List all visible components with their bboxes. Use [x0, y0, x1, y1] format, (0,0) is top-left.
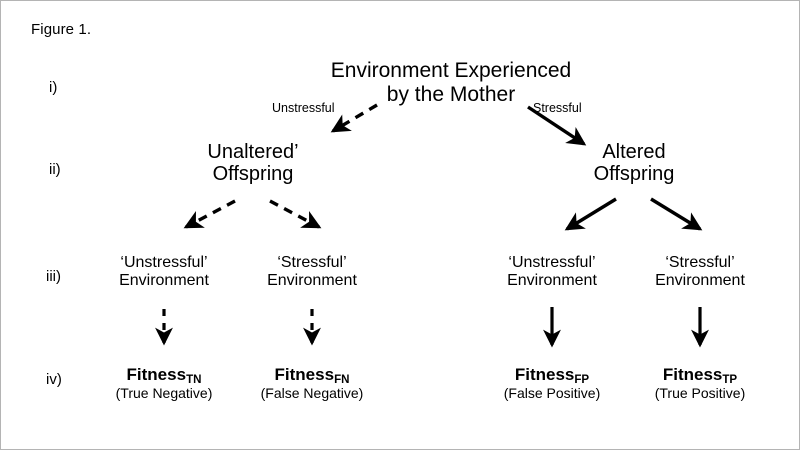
node-env-stressful-altered: ‘Stressful’ Environment — [630, 254, 770, 290]
outcome-fitness-tp: FitnessTP (True Positive) — [630, 365, 770, 402]
node-env-2-line2: Environment — [507, 271, 597, 289]
outcome-1-main: FitnessFN — [242, 365, 382, 386]
outcome-3-subscript: TP — [722, 373, 738, 386]
node-env-unstressful-unaltered: ‘Unstressful’ Environment — [94, 254, 234, 290]
edge-label-stressful: Stressful — [533, 101, 582, 115]
outcome-1-description: (False Negative) — [260, 385, 364, 402]
node-unaltered-offspring: Unaltered’ Offspring — [168, 141, 338, 186]
row-label-ii: ii) — [49, 161, 61, 178]
outcome-0-subscript: TN — [186, 373, 202, 386]
node-root-environment: Environment Experienced by the Mother — [301, 59, 601, 106]
arrow-unaltered-to-stressful-env — [269, 199, 322, 229]
node-env-2-line1: ‘Unstressful’ — [508, 254, 596, 271]
outcome-fitness-fp: FitnessFP (False Positive) — [482, 365, 622, 402]
edge-label-unstressful: Unstressful — [272, 101, 335, 115]
node-env-0-line2: Environment — [119, 271, 209, 289]
node-altered-offspring: Altered Offspring — [549, 141, 719, 186]
node-env-stressful-unaltered: ‘Stressful’ Environment — [242, 254, 382, 290]
node-env-3-line2: Environment — [655, 271, 745, 289]
outcome-2-subscript: FP — [574, 373, 590, 386]
outcome-0-description: (True Negative) — [115, 385, 213, 402]
arrow-altered-to-stressful-env — [650, 197, 703, 231]
node-env-1-line1: ‘Stressful’ — [277, 254, 347, 271]
outcome-2-main: FitnessFP — [482, 365, 622, 386]
outcome-3-label: Fitness — [662, 365, 723, 384]
node-root-line1: Environment Experienced — [330, 59, 572, 82]
outcome-1-subscript: FN — [334, 373, 350, 386]
outcome-1-label: Fitness — [274, 365, 335, 384]
figure-caption: Figure 1. — [31, 21, 92, 38]
outcome-2-label: Fitness — [514, 365, 575, 384]
outcome-fitness-tn: FitnessTN (True Negative) — [94, 365, 234, 402]
outcome-0-label: Fitness — [126, 365, 187, 384]
node-unaltered-line1: Unaltered’ — [207, 141, 299, 163]
node-env-unstressful-altered: ‘Unstressful’ Environment — [482, 254, 622, 290]
arrow-root-to-unaltered — [330, 103, 378, 133]
node-root-line2: by the Mother — [386, 82, 516, 106]
node-unaltered-line2: Offspring — [212, 163, 294, 186]
node-env-1-line2: Environment — [267, 271, 357, 289]
node-altered-line1: Altered — [602, 141, 666, 163]
outcome-fitness-fn: FitnessFN (False Negative) — [242, 365, 382, 402]
outcome-3-main: FitnessTP — [630, 365, 770, 386]
node-altered-line2: Offspring — [593, 163, 675, 186]
outcome-3-description: (True Positive) — [654, 385, 746, 402]
node-env-0-line1: ‘Unstressful’ — [120, 254, 208, 271]
row-label-iii: iii) — [46, 268, 61, 285]
row-label-i: i) — [49, 79, 58, 96]
row-label-iv: iv) — [46, 371, 62, 388]
arrow-altered-to-unstressful-env — [564, 197, 617, 231]
outcome-0-main: FitnessTN — [94, 365, 234, 386]
arrow-unaltered-to-unstressful-env — [183, 199, 236, 229]
outcome-2-description: (False Positive) — [503, 385, 601, 402]
node-env-3-line1: ‘Stressful’ — [665, 254, 735, 271]
